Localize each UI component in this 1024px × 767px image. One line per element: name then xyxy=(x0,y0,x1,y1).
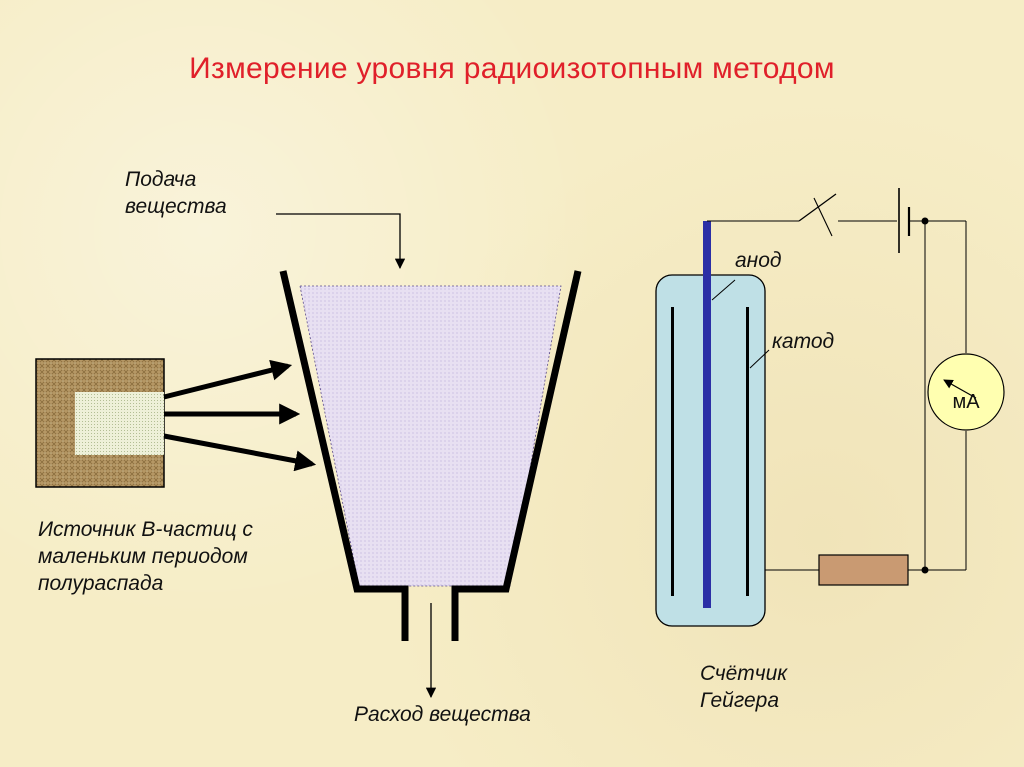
page-title: Измерение уровня радиоизотопным методом xyxy=(189,52,835,85)
cathode-leader-line xyxy=(749,349,770,369)
radiation-arrow-top xyxy=(163,359,293,400)
electrical-circuit xyxy=(707,188,1005,586)
anode-leader-line xyxy=(711,279,736,301)
geiger-counter-label-line2: Гейгера xyxy=(700,689,780,712)
milliammeter-label: мА xyxy=(952,391,980,413)
hopper-contents xyxy=(299,285,562,587)
source-label-line3: полураспада xyxy=(38,572,164,595)
milliammeter-needle xyxy=(943,379,977,399)
source-label: Источник В-частиц с маленьким периодом п… xyxy=(38,516,253,597)
geiger-counter xyxy=(655,221,770,627)
radiation-arrows xyxy=(163,359,317,472)
geiger-counter-label: Счётчик Гейгера xyxy=(700,660,787,714)
hopper xyxy=(279,270,582,641)
junction-bottom xyxy=(921,566,929,574)
switch-blade xyxy=(798,193,837,222)
hopper-left-wall xyxy=(279,270,409,641)
feed-label-line1: Подача xyxy=(125,168,197,191)
source-core xyxy=(75,392,164,455)
source-label-line2: маленьким периодом xyxy=(38,545,248,568)
hopper-right-wall xyxy=(451,270,582,641)
feed-label-line2: вещества xyxy=(125,195,227,218)
outflow-label: Расход вещества xyxy=(354,703,531,726)
cathode-right-plate xyxy=(746,307,749,596)
resistor xyxy=(818,554,909,586)
anode-label: анод xyxy=(735,249,782,272)
feed-label: Подача вещества xyxy=(125,166,227,220)
anode-wire xyxy=(703,221,711,608)
source-label-line1: Источник В-частиц с xyxy=(38,518,253,541)
switch-mark xyxy=(813,197,833,237)
feed-arrow xyxy=(276,213,406,270)
radiation-arrow-bottom xyxy=(163,433,317,472)
geiger-counter-label-line1: Счётчик xyxy=(700,662,788,685)
beta-source xyxy=(35,358,165,488)
cathode-left-plate xyxy=(671,307,674,596)
cathode-label: катод xyxy=(772,330,835,353)
